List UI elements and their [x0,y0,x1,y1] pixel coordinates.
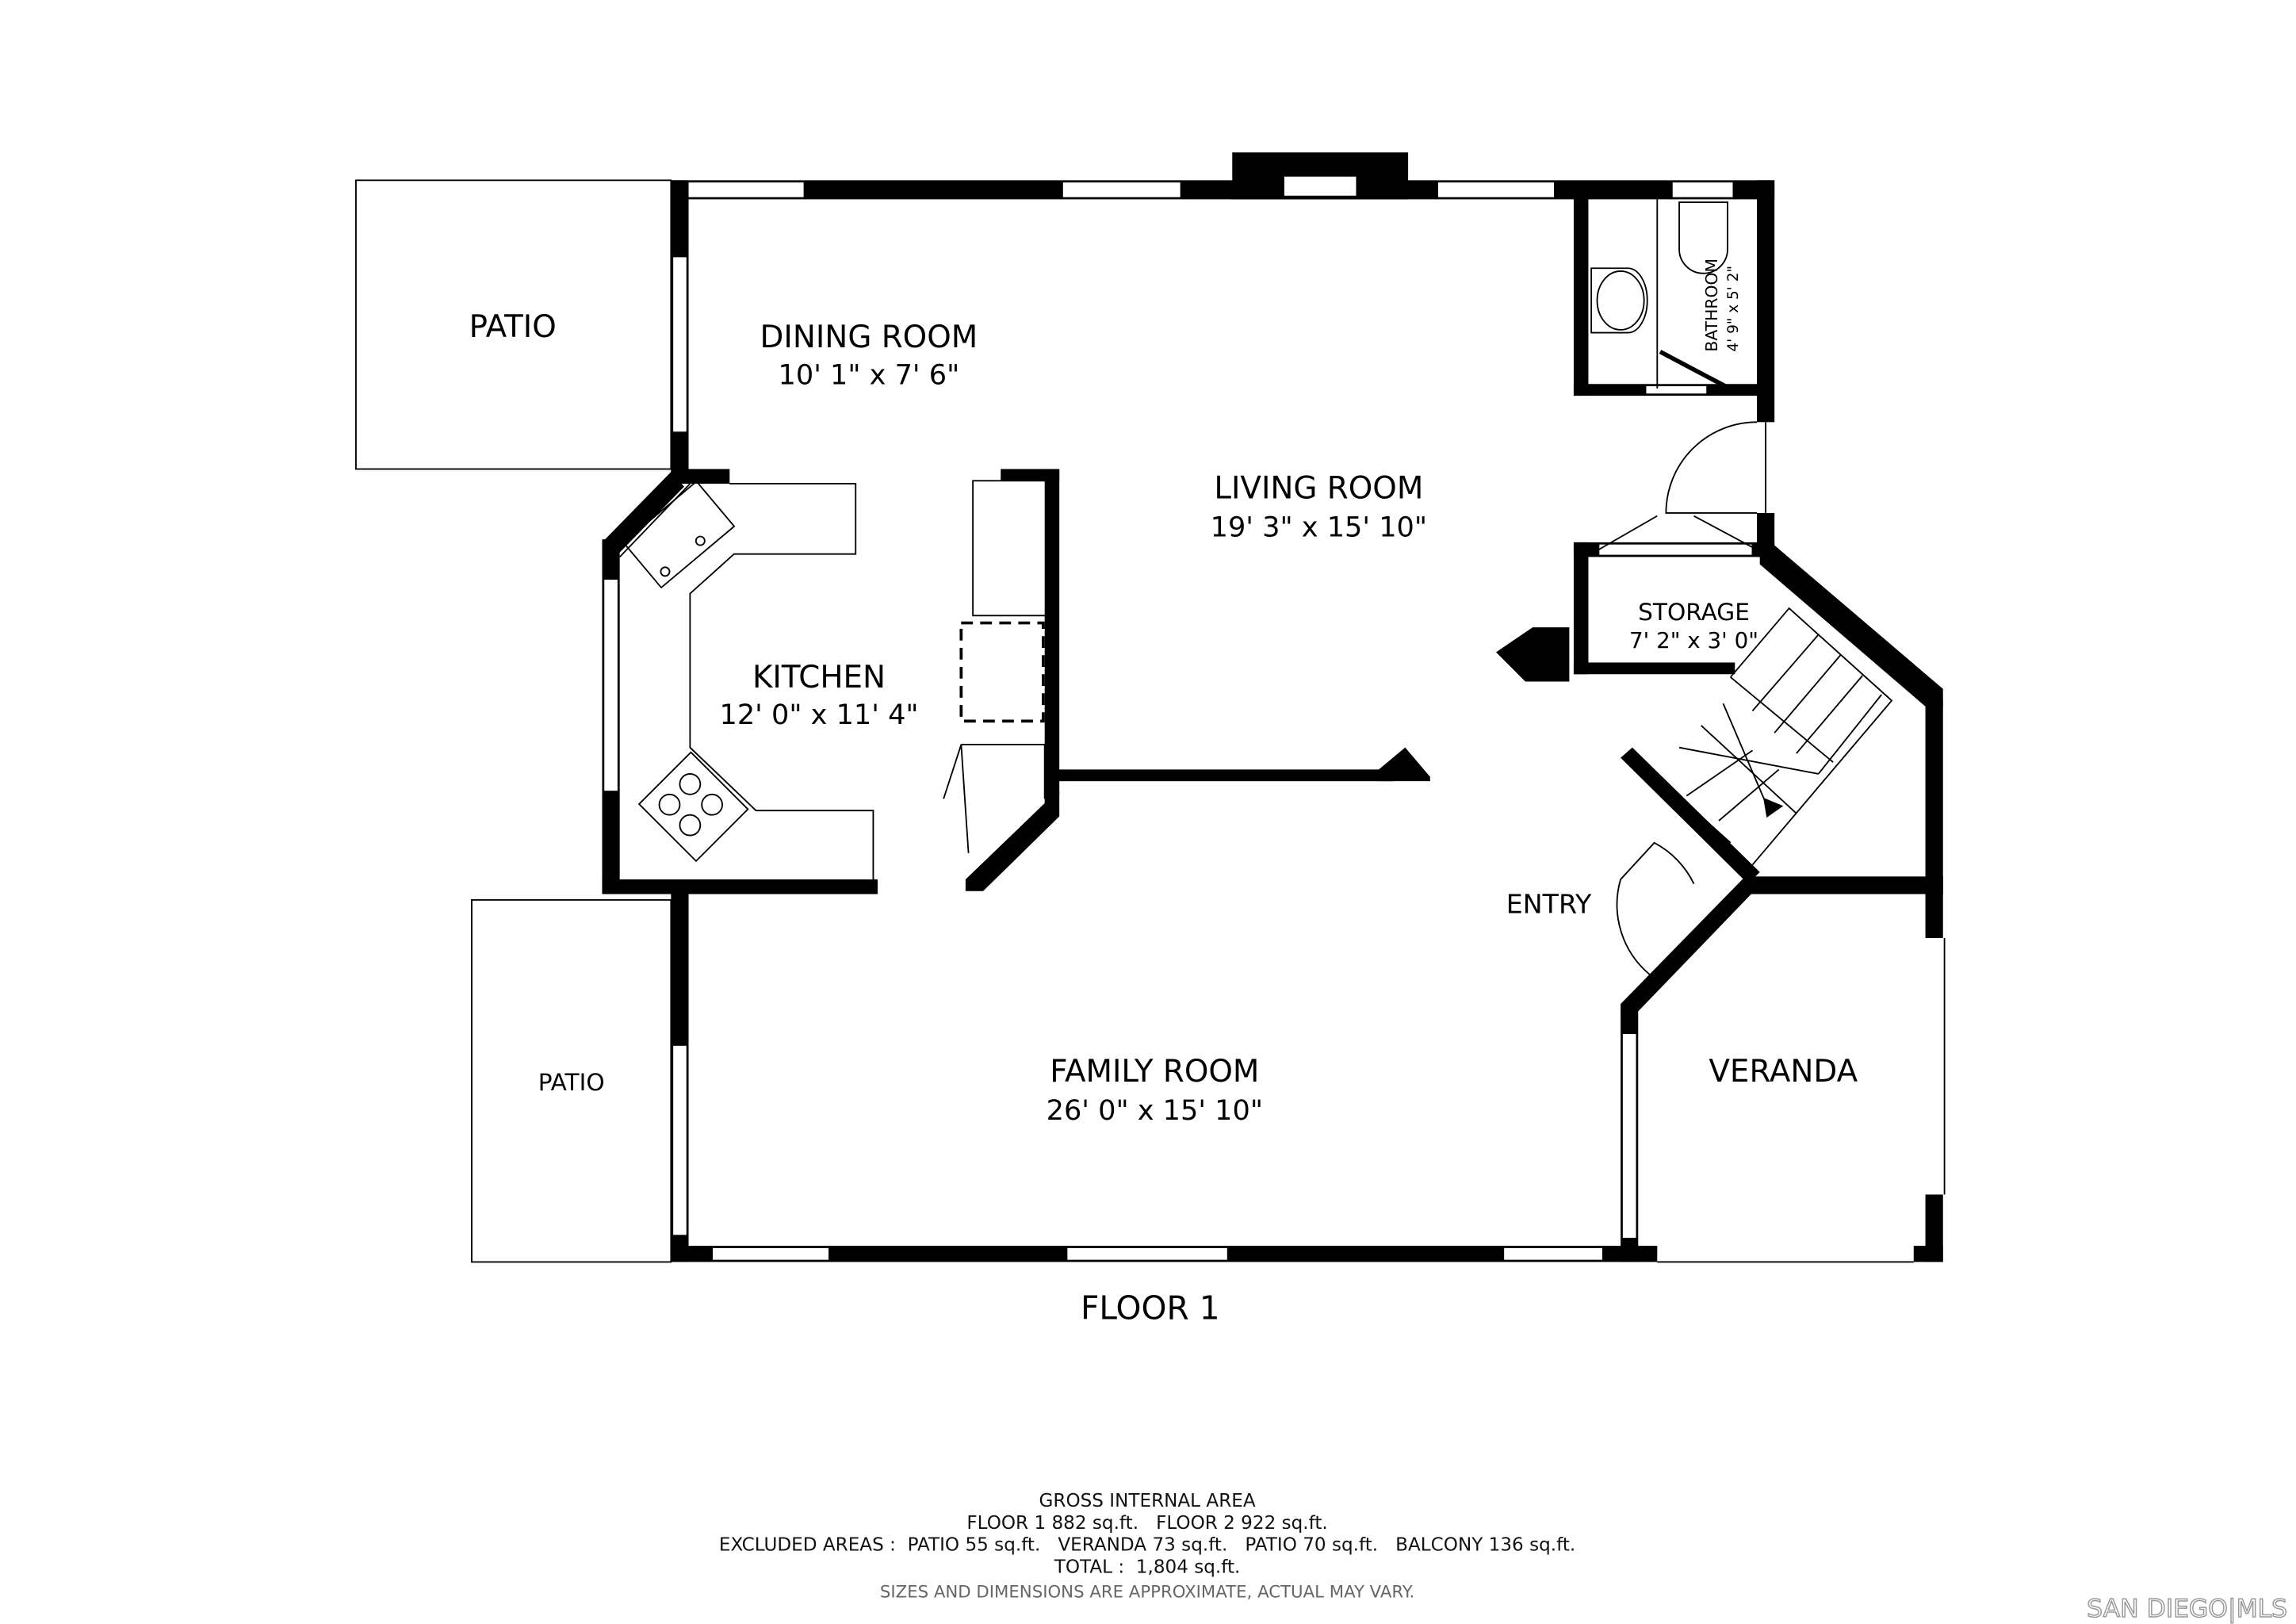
family-room-label: FAMILY ROOM [1050,1054,1259,1090]
mls-watermark-logo: SAN DIEGO|MLS [2087,1595,2287,1623]
storage-label: STORAGE [1638,599,1750,626]
bathtub-icon [1590,267,1648,334]
bathroom-dims: 4' 9" x 5' 2" [1725,266,1742,352]
stove-icon [637,751,749,863]
patio-bottom-label: PATIO [538,1069,605,1096]
entry-label: ENTRY [1506,889,1592,920]
living-room-dims: 19' 3" x 15' 10" [1211,511,1427,544]
kitchen-dims: 12' 0" x 11' 4" [720,699,919,731]
family-room-dims: 26' 0" x 15' 10" [1047,1094,1263,1127]
kitchen-label: KITCHEN [752,660,886,695]
area-total: TOTAL : 1,804 sq.ft. [1054,1557,1241,1577]
disclaimer: SIZES AND DIMENSIONS ARE APPROXIMATE, AC… [880,1583,1414,1603]
area-excluded: EXCLUDED AREAS : PATIO 55 sq.ft. VERANDA… [719,1535,1575,1556]
veranda-label: VERANDA [1709,1054,1858,1090]
sink-icon [622,480,736,589]
living-room-label: LIVING ROOM [1214,470,1423,506]
staircase [1656,607,1893,866]
area-heading: GROSS INTERNAL AREA [1039,1491,1256,1511]
storage-dims: 7' 2" x 3' 0" [1629,627,1758,653]
bathroom-label: BATHROOM [1702,259,1721,352]
area-floors: FLOOR 1 882 sq.ft. FLOOR 2 922 sq.ft. [966,1513,1327,1534]
toilet-icon [1678,201,1728,274]
dining-room-label: DINING ROOM [760,320,978,355]
floor-title: FLOOR 1 [1081,1289,1220,1327]
dining-room-dims: 10' 1" x 7' 6" [779,358,960,391]
fixtures [618,199,1893,975]
walls [602,152,1946,1263]
area-summary: GROSS INTERNAL AREA FLOOR 1 882 sq.ft. F… [719,1491,1575,1603]
patio-top-label: PATIO [469,309,557,345]
